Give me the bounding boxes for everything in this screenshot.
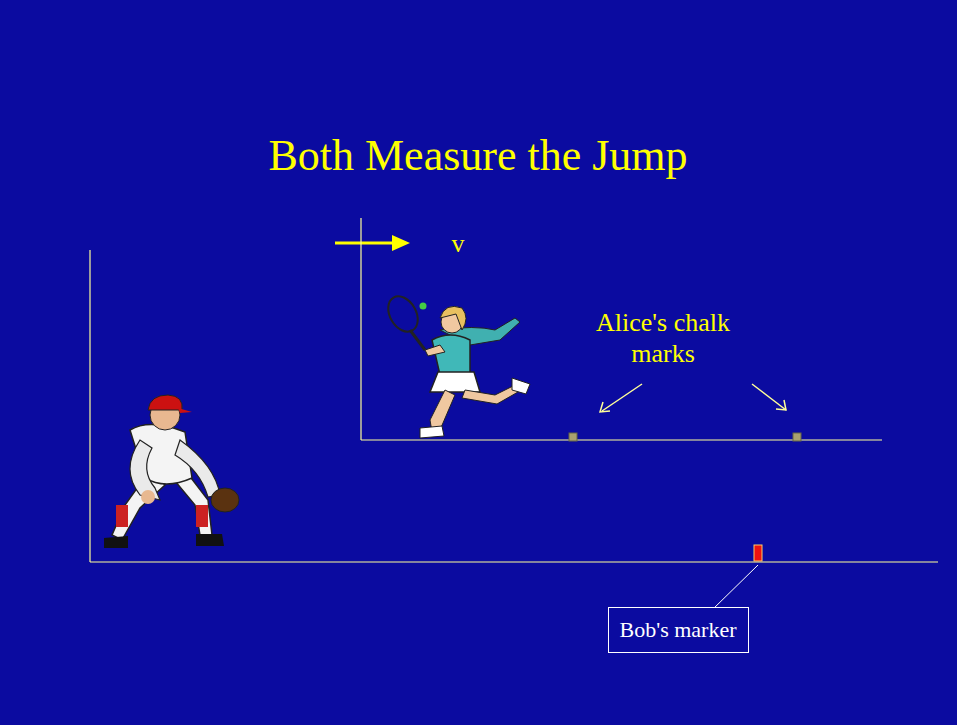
chalk-mark (569, 433, 577, 441)
slide-title: Both Measure the Jump (268, 130, 687, 181)
chalk-mark (793, 433, 801, 441)
callout-label: Alice's chalk marks (578, 307, 748, 369)
velocity-arrow (335, 235, 410, 251)
tennis-player (382, 291, 530, 438)
box-text: Bob's marker (620, 617, 737, 643)
callout-box: Bob's marker (608, 607, 749, 653)
leader-arrow (600, 384, 786, 412)
leader-line (712, 565, 758, 610)
velocity-label: v (452, 229, 465, 259)
bob-frame (90, 250, 938, 562)
baseball-player (104, 395, 239, 548)
alice-frame (361, 218, 882, 440)
red-marker (754, 545, 762, 561)
